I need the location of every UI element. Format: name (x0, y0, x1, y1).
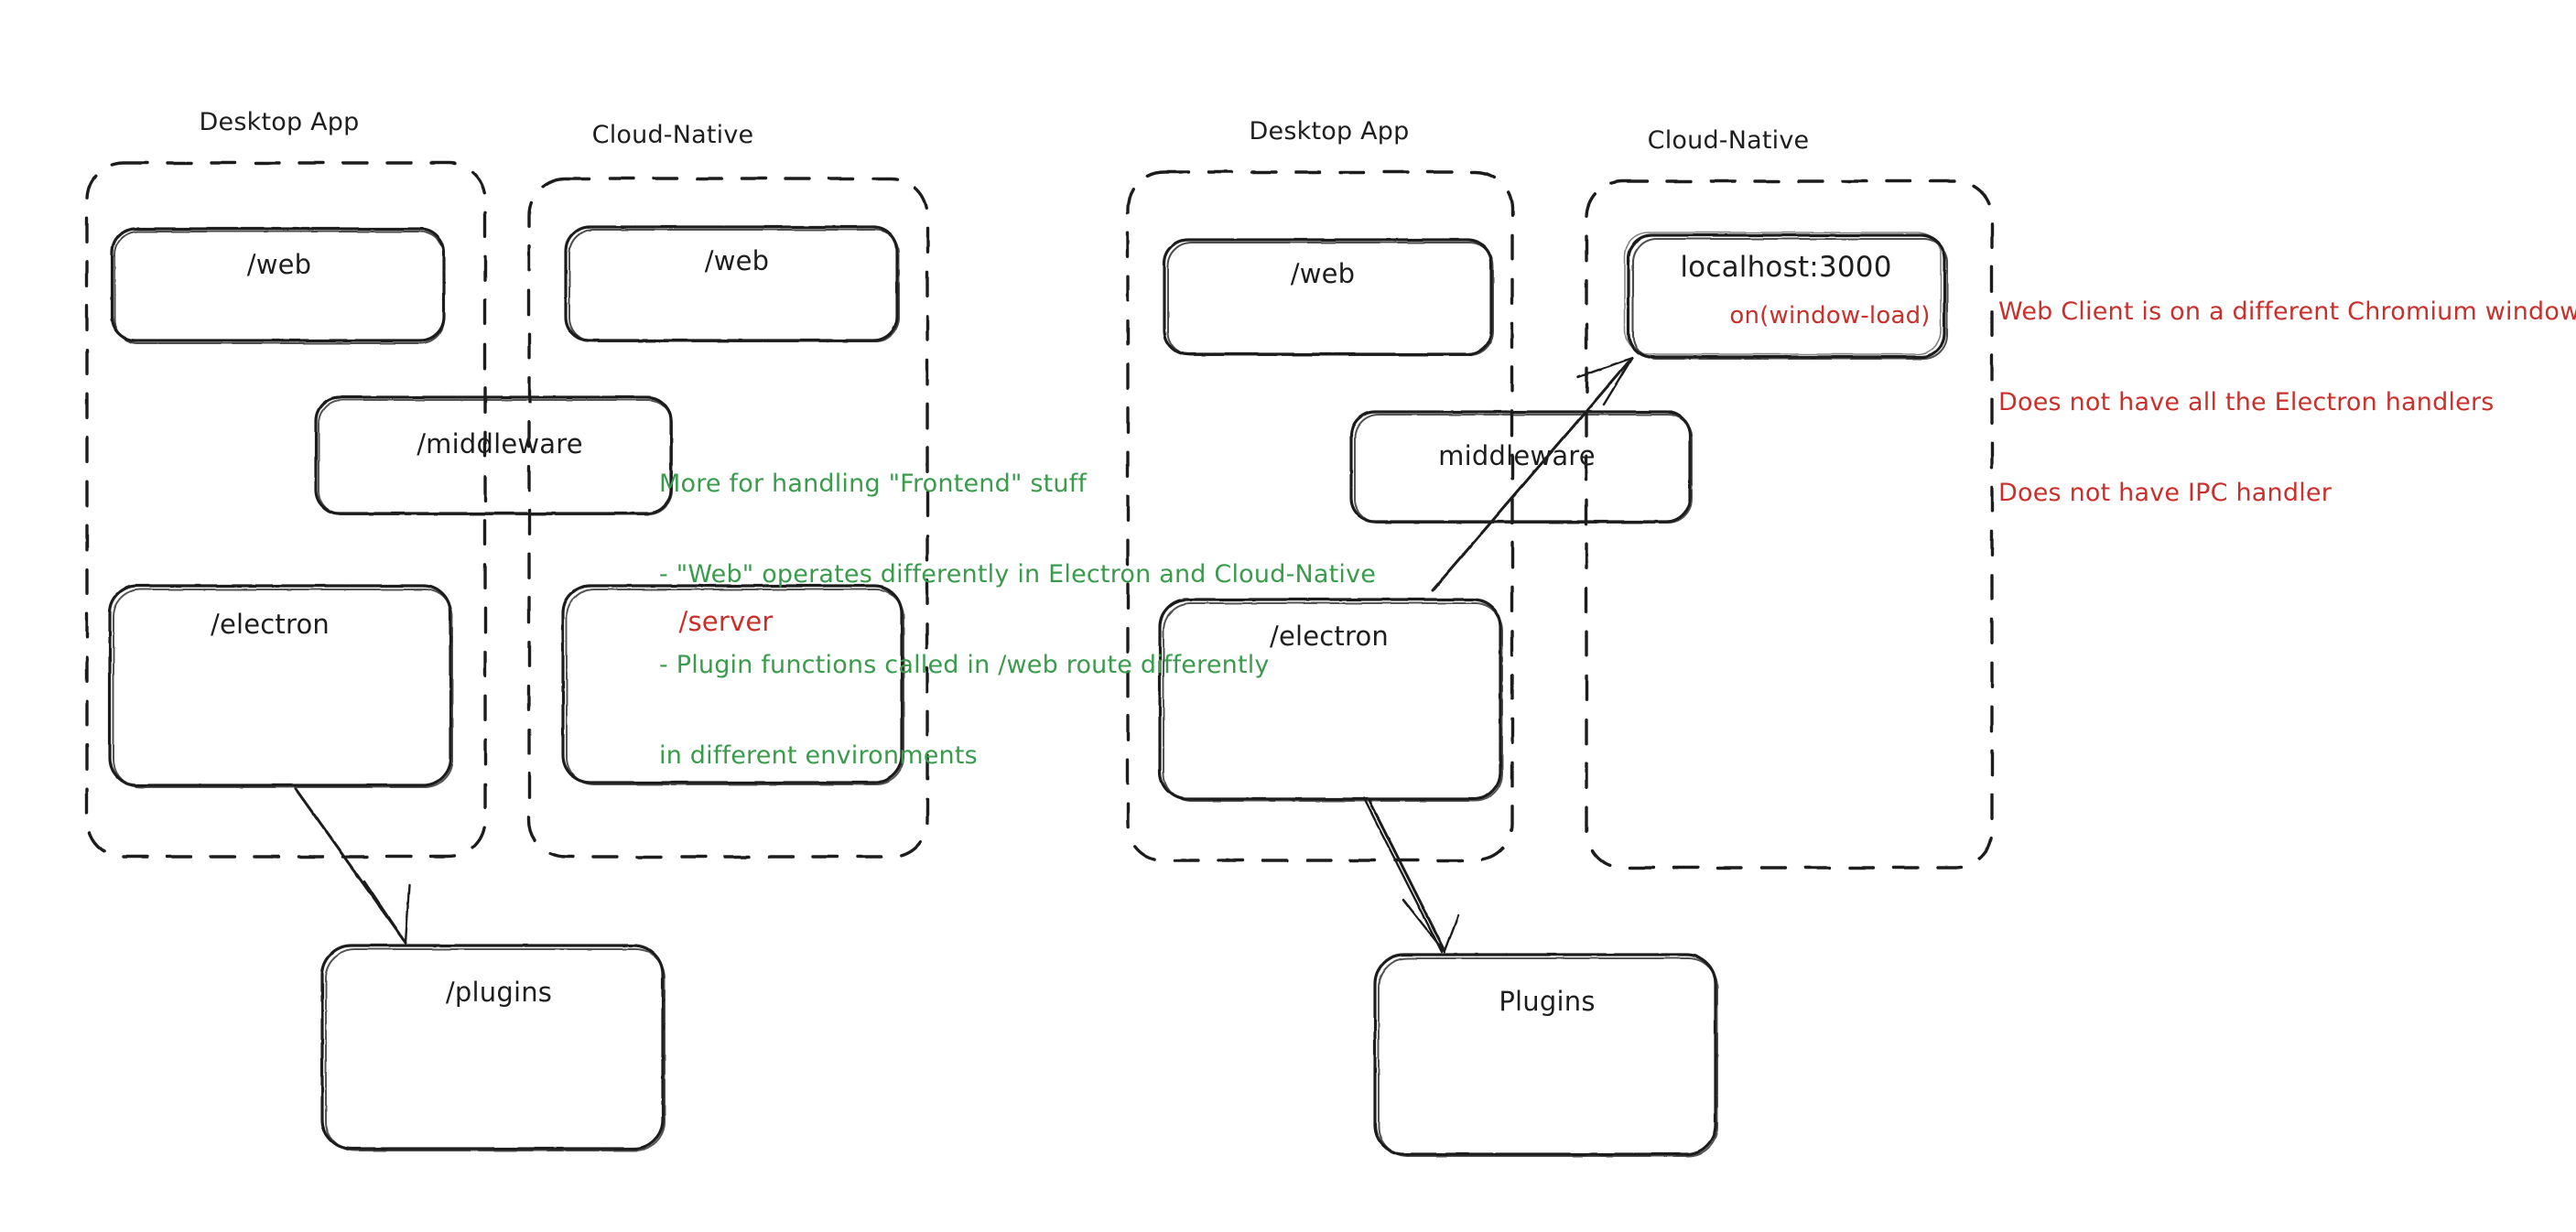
box-outline-left-middleware (314, 395, 673, 515)
box-outline-right-localhost (1624, 232, 1949, 361)
connector-left-electron-to-plugins (294, 787, 411, 945)
group-outline-right-cloud-native (1585, 179, 1994, 870)
group-outline-left-desktop-app (85, 161, 487, 859)
box-outline-left-cloud-web (564, 225, 900, 342)
box-outline-right-desktop-web (1163, 238, 1494, 356)
group-outline-left-cloud-native (527, 177, 929, 859)
box-outline-left-plugins (320, 944, 666, 1151)
group-outline-right-desktop-app (1126, 170, 1514, 862)
connector-right-electron-to-localhost (1431, 356, 1634, 592)
connector-right-electron-to-plugins (1362, 796, 1460, 954)
box-outline-right-plugins (1373, 953, 1718, 1157)
box-outline-right-middleware (1349, 410, 1693, 524)
box-outline-right-electron (1158, 598, 1503, 802)
box-outline-left-server (561, 584, 904, 785)
box-outline-left-electron (108, 584, 453, 788)
box-outline-left-desktop-web (110, 227, 446, 344)
